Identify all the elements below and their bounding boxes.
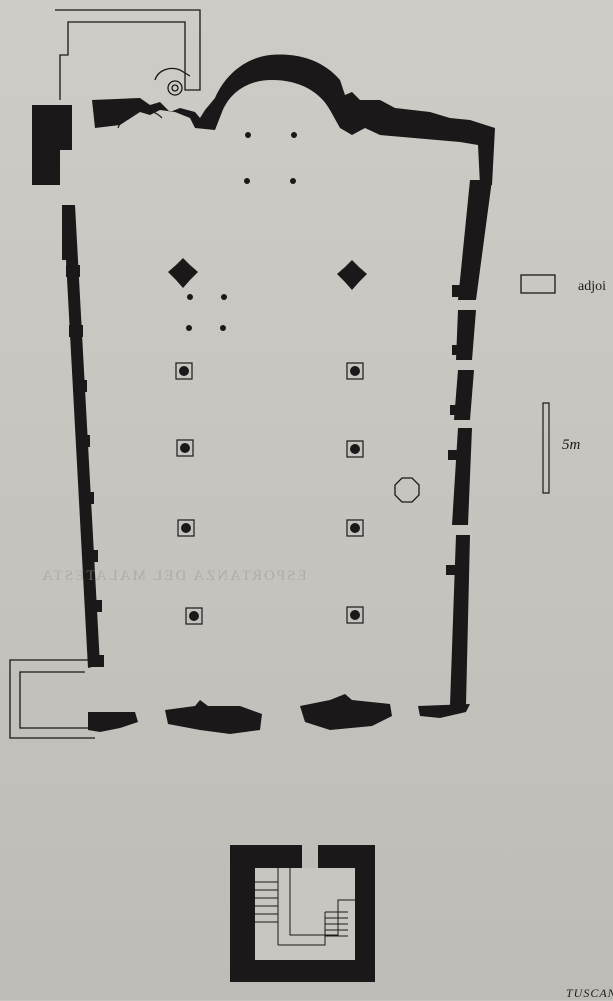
apse-arches (117, 109, 425, 135)
nave-column (346, 606, 364, 624)
bleed-through-heading: ESPORTANZA DEL MALATESTA (40, 568, 307, 584)
nave-column (346, 519, 364, 537)
legend-adjoining-label: adjoi (578, 279, 606, 294)
apse-columns (186, 132, 297, 331)
octagonal-font (394, 477, 420, 503)
scale-label: 5m (562, 437, 581, 453)
nave-column (176, 439, 194, 457)
nave-column (346, 362, 364, 380)
nave-column (177, 519, 195, 537)
nave-column (185, 607, 203, 625)
scale-bar (542, 402, 550, 494)
north-wall-apse (32, 54, 495, 185)
west-wall-buttresses (66, 265, 104, 667)
tower-staircase (255, 868, 355, 946)
south-facade (88, 694, 470, 734)
nave-columns (175, 362, 364, 625)
east-wall (446, 180, 492, 705)
running-footer: TUSCAN (566, 986, 613, 1000)
nave-column (175, 362, 193, 380)
cruciform-piers (168, 258, 367, 290)
legend-adjoining-box (520, 274, 556, 294)
adjoining-building-outline (55, 9, 201, 100)
tower-plan (230, 845, 375, 982)
adjoining-building-outline-south (9, 659, 95, 739)
nave-column (346, 440, 364, 458)
